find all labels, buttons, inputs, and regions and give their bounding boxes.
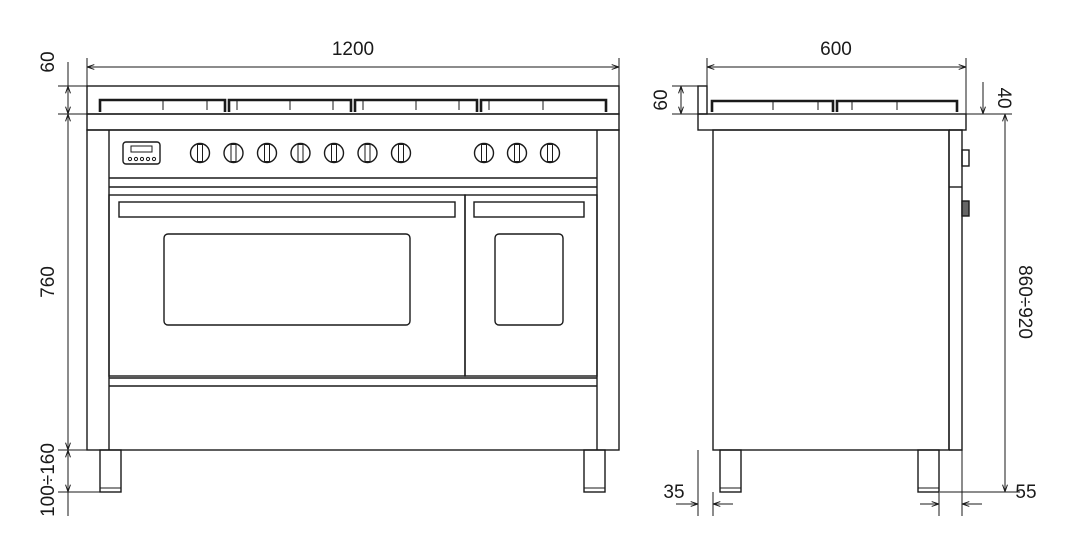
front-grates xyxy=(98,98,608,112)
knob-left-2 xyxy=(223,142,244,164)
side-backguard xyxy=(697,85,708,115)
side-body xyxy=(712,129,950,451)
knob-left-5 xyxy=(323,142,345,164)
dim-side-leg-front-offset: 35 xyxy=(663,482,684,503)
aux-oven-window xyxy=(494,233,564,326)
side-leg-front xyxy=(917,449,940,493)
front-dimensions: 1200 60 760 100÷160 xyxy=(38,39,620,517)
dim-front-top-height: 60 xyxy=(38,51,59,72)
knob-left-6 xyxy=(357,142,378,164)
aux-oven-door xyxy=(464,194,598,377)
side-leg-back xyxy=(719,449,742,493)
front-body xyxy=(86,129,620,451)
dim-side-top-height: 60 xyxy=(651,89,672,110)
aux-oven-handle xyxy=(473,201,585,218)
dim-front-width: 1200 xyxy=(332,39,374,60)
front-leg-left xyxy=(99,449,122,493)
side-view xyxy=(697,85,970,493)
knob-right-1 xyxy=(473,142,495,164)
knob-left-3 xyxy=(256,142,278,164)
dim-side-depth: 600 xyxy=(820,39,852,60)
knob-right-3 xyxy=(539,142,561,164)
control-knobs xyxy=(189,142,561,164)
knob-left-7 xyxy=(390,142,412,164)
display-clock-icon xyxy=(122,141,161,165)
main-oven-window xyxy=(163,233,411,326)
knob-right-2 xyxy=(506,142,528,164)
front-leg-right xyxy=(583,449,606,493)
front-view xyxy=(86,85,620,493)
front-hob-edge xyxy=(86,113,620,131)
dim-front-body-height: 760 xyxy=(38,266,59,298)
knob-left-1 xyxy=(189,142,211,164)
dim-side-total-height: 860÷920 xyxy=(1014,265,1035,339)
side-handle-profile xyxy=(961,200,970,217)
side-hob xyxy=(697,113,967,131)
dim-side-leg-back-offset: 55 xyxy=(1015,482,1036,503)
side-dimensions: 600 60 40 860÷920 35 55 xyxy=(651,39,1037,516)
knob-left-4 xyxy=(290,142,311,164)
dim-front-leg-height: 100÷160 xyxy=(38,443,59,517)
dim-side-top-thickness: 40 xyxy=(993,87,1014,108)
main-oven-handle xyxy=(118,201,456,218)
main-oven-door xyxy=(108,194,466,377)
side-knob-profile xyxy=(961,149,970,167)
